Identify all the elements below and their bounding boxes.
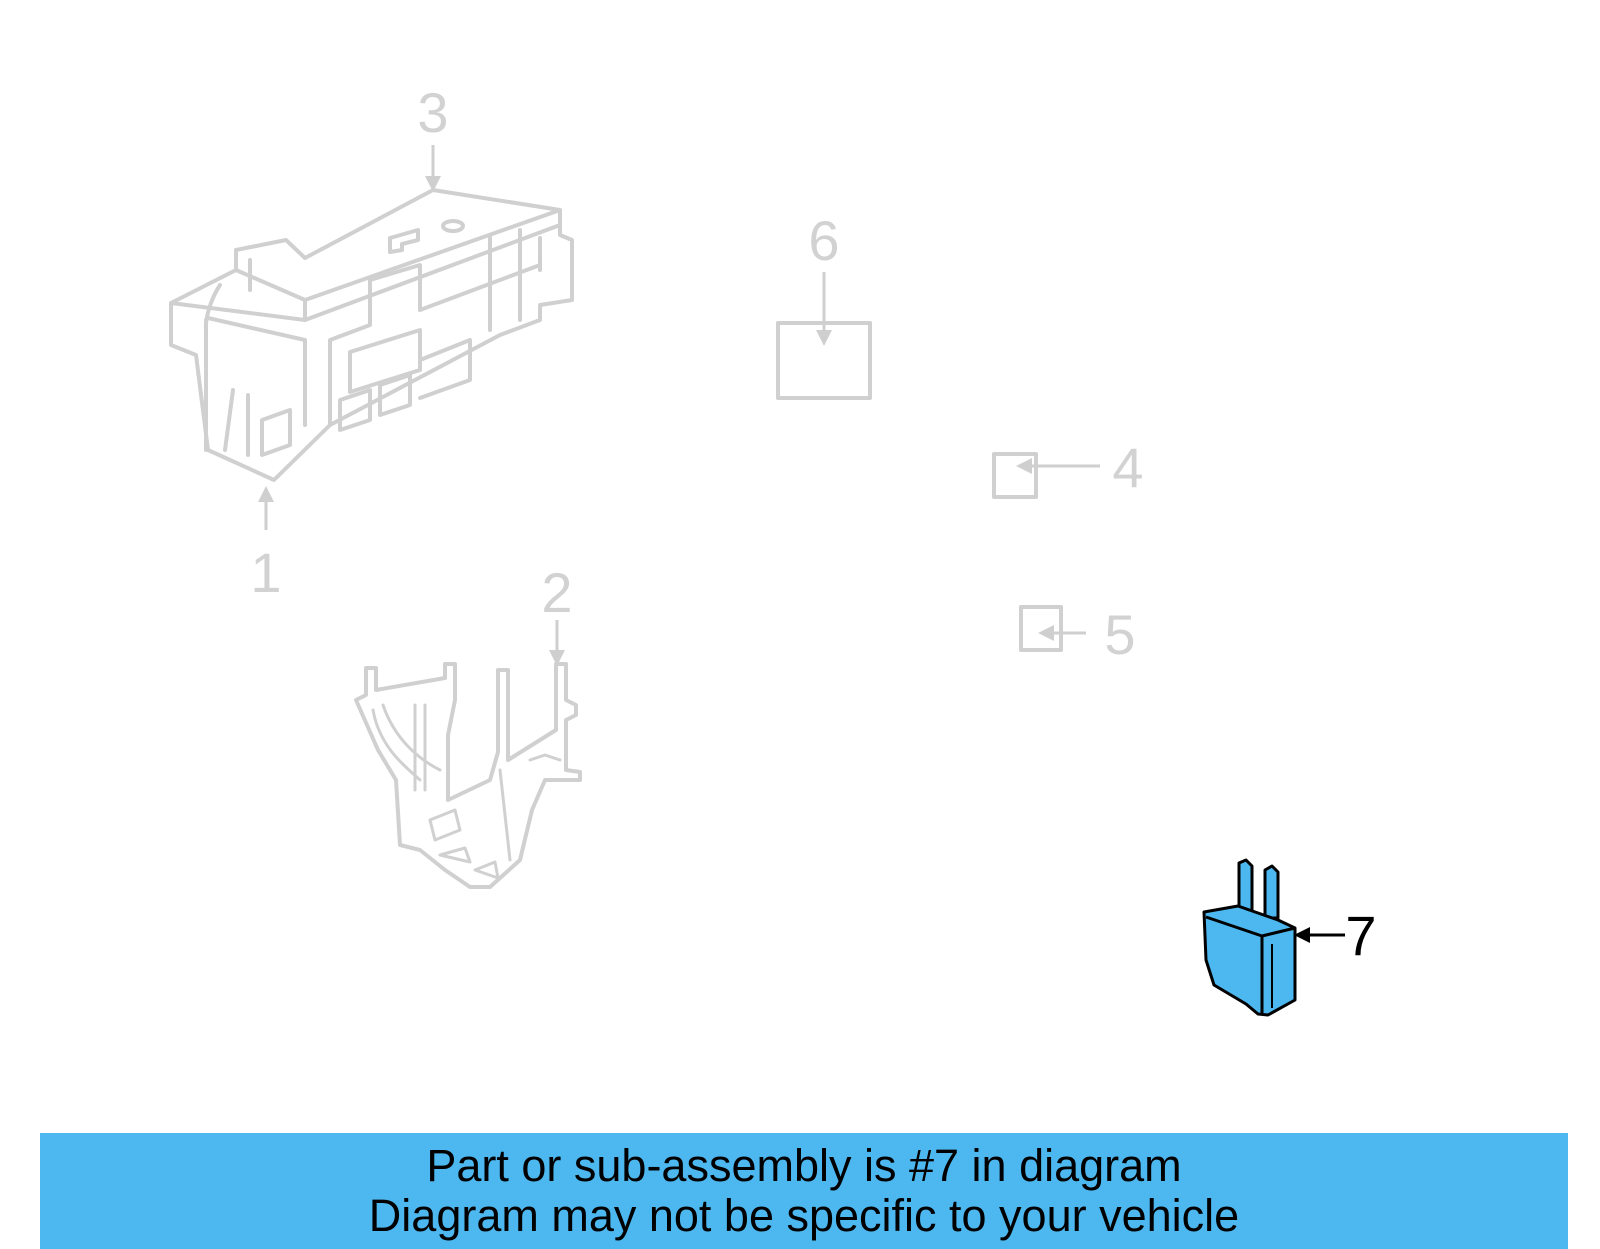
part-4-relay[interactable] [992, 452, 1038, 499]
leader-7 [1294, 927, 1345, 943]
leader-6 [816, 272, 832, 346]
callout-1[interactable]: 1 [250, 541, 281, 604]
banner-line-1: Part or sub-assembly is #7 in diagram [426, 1140, 1182, 1191]
part-fuse-box[interactable] [169, 188, 574, 482]
info-banner: Part or sub-assembly is #7 in diagram Di… [40, 1133, 1568, 1249]
callout-7[interactable]: 7 [1345, 904, 1376, 967]
leader-3 [425, 145, 441, 192]
callout-6[interactable]: 6 [808, 209, 839, 272]
callout-3[interactable]: 3 [417, 81, 448, 144]
leader-2 [549, 620, 565, 666]
leader-5 [1038, 625, 1086, 641]
leader-1 [258, 486, 274, 530]
callout-4[interactable]: 4 [1112, 436, 1143, 499]
callout-5[interactable]: 5 [1104, 603, 1135, 666]
part-7-fuse-highlighted[interactable] [1202, 858, 1297, 1017]
callout-2[interactable]: 2 [541, 561, 572, 624]
part-bracket[interactable] [354, 662, 582, 889]
leader-4 [1016, 458, 1100, 474]
part-5-relay[interactable] [1019, 605, 1063, 652]
banner-line-2: Diagram may not be specific to your vehi… [368, 1190, 1240, 1241]
